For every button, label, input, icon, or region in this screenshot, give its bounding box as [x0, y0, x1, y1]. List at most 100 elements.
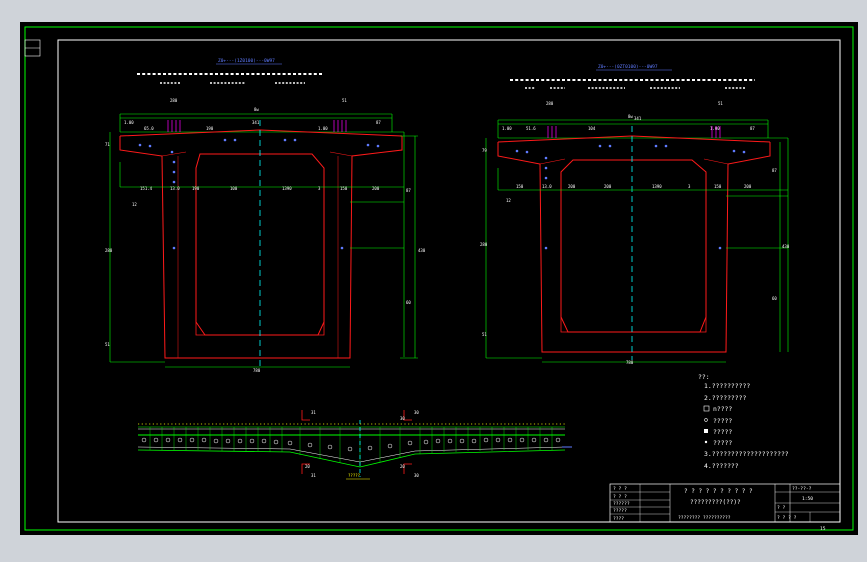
svg-text:51: 51: [718, 101, 723, 106]
svg-text:1390: 1390: [282, 186, 292, 191]
svg-text:3: 3: [688, 184, 691, 189]
right-mid-labels: 150 13.0 200 200 1390 3 150 200: [516, 184, 752, 189]
right-top-dim: 8w: [628, 114, 633, 119]
svg-text:200: 200: [604, 184, 612, 189]
marker-30-bottom: 30: [414, 473, 419, 478]
right-outer-outline: [497, 142, 771, 353]
svg-text:100: 100: [230, 186, 238, 191]
svg-text:104: 104: [588, 126, 596, 131]
note-legend-3: ?????: [713, 428, 732, 436]
svg-text:60: 60: [406, 300, 411, 305]
marker-31-top: 31: [311, 410, 316, 415]
svg-text:341: 341: [634, 116, 642, 121]
svg-text:1.00: 1.00: [710, 126, 720, 131]
left-mark-a: 280: [170, 98, 178, 103]
tb-title-line1: ? ? ? ? ? ? ? ? ? ?: [684, 488, 753, 495]
svg-text:190: 190: [192, 186, 200, 191]
plan-divisions: [149, 427, 553, 467]
section-markers: [301, 410, 412, 474]
tb-drawing-no: ??-??-?: [792, 486, 812, 492]
svg-text:13.0: 13.0: [170, 186, 180, 191]
tb-label-designer: ? ? ?: [613, 486, 627, 492]
svg-text:150: 150: [340, 186, 348, 191]
notes-block: ??: 1.?????????? 2.????????? n???? ?????…: [698, 373, 789, 470]
marker-30-top: 30: [400, 416, 405, 421]
tb-label-checker: ? ? ?: [613, 494, 627, 500]
svg-text:1.00: 1.00: [124, 120, 134, 125]
svg-text:150: 150: [714, 184, 722, 189]
left-outer-outline: [119, 136, 403, 359]
right-side-dims: 79 12 280 51 87 430 60 780: [480, 148, 790, 365]
marker-20b-bottom: 20: [400, 464, 405, 469]
svg-text:150: 150: [516, 184, 524, 189]
left-bottom-dim: 780: [253, 368, 261, 373]
tb-title-line3: ???????? ??????????: [678, 515, 731, 521]
marker-20-bottom: 20: [305, 464, 310, 469]
left-section: Z0+---(1Z0100)---0W97 280 51 8w 1.00 65.…: [105, 58, 426, 373]
outer-frame: [24, 26, 854, 531]
left-section-title: Z0+---(1Z0100)---0W97: [218, 58, 275, 64]
marker-30b-top: 30: [414, 410, 419, 415]
right-header-text: 280 51: [510, 79, 755, 106]
drawing-viewport[interactable]: Z0+---(1Z0100)---0W97 280 51 8w 1.00 65.…: [20, 22, 858, 535]
svg-text:280: 280: [480, 242, 488, 247]
svg-text:430: 430: [782, 244, 790, 249]
inner-frame: [57, 39, 841, 523]
svg-text:341: 341: [252, 120, 260, 125]
svg-text:87: 87: [376, 120, 381, 125]
svg-text:3: 3: [318, 186, 321, 191]
legend-dot-icon: [704, 440, 708, 444]
right-top-dim-labels: 1.00 51.6 104 341 1.00 87: [502, 116, 755, 131]
legend-circle-icon: [704, 418, 708, 422]
note-legend-1: n????: [713, 405, 732, 413]
note-4: 4.???????: [704, 462, 739, 470]
plan-bottom-label: ?????: [348, 473, 361, 478]
tb-sheet-count: ? ? ? ?: [777, 515, 797, 521]
svg-text:1.00: 1.00: [502, 126, 512, 131]
notes-title: ??:: [698, 373, 710, 381]
drawing-sheet: Z0+---(1Z0100)---0W97 280 51 8w 1.00 65.…: [24, 26, 854, 532]
svg-text:190: 190: [206, 126, 214, 131]
svg-text:60: 60: [772, 296, 777, 301]
left-mark-b: 51: [342, 98, 347, 103]
svg-text:12: 12: [506, 198, 511, 203]
left-mid-labels: 151.4 13.0 190 100 1390 3 150 200: [140, 186, 380, 191]
plan-view: 31 20 30 30 31 20 30 ?????: [137, 410, 572, 480]
svg-text:87: 87: [750, 126, 755, 131]
svg-text:1.00: 1.00: [318, 126, 328, 131]
svg-text:51: 51: [105, 342, 110, 347]
note-2: 2.?????????: [704, 394, 746, 402]
tb-label-reviewer: ??????: [613, 501, 630, 507]
svg-text:51: 51: [482, 332, 487, 337]
svg-text:430: 430: [418, 248, 426, 253]
left-header-text: 280 51: [137, 73, 347, 103]
note-legend-4: ?????: [713, 439, 732, 447]
svg-text:200: 200: [744, 184, 752, 189]
tb-label-date: ????: [613, 516, 624, 522]
note-1: 1.??????????: [704, 382, 750, 390]
svg-text:13.0: 13.0: [542, 184, 552, 189]
svg-text:280: 280: [105, 248, 113, 253]
svg-text:200: 200: [372, 186, 380, 191]
svg-text:71: 71: [105, 142, 110, 147]
marker-31-bottom: 31: [311, 473, 316, 478]
svg-text:12: 12: [132, 202, 137, 207]
left-tendons: [138, 138, 380, 250]
note-legend-2: ?????: [713, 417, 732, 425]
svg-text:87: 87: [406, 188, 411, 193]
note-3: 3.????????????????????: [704, 450, 789, 458]
svg-text:87: 87: [772, 168, 777, 173]
plan-holes: [141, 437, 561, 452]
tb-sheet-number: 15: [820, 526, 826, 532]
right-tendons: [515, 144, 746, 250]
svg-text:65.0: 65.0: [144, 126, 154, 131]
svg-text:200: 200: [568, 184, 576, 189]
tb-label-approver: ?????: [613, 508, 627, 514]
legend-filled-square-icon: [704, 429, 708, 433]
left-top-dim-labels: 1.00 65.0 190 341 1.00 87: [124, 120, 381, 131]
tb-title-line2: ?????????(??)?: [690, 499, 741, 506]
title-block: ? ? ? ? ? ? ?????? ????? ???? ? ? ? ? ? …: [609, 483, 841, 532]
right-bottom-dim: 780: [626, 360, 634, 365]
legend-square-icon: [703, 405, 710, 412]
tb-sheet-label: ? ?: [777, 505, 786, 511]
